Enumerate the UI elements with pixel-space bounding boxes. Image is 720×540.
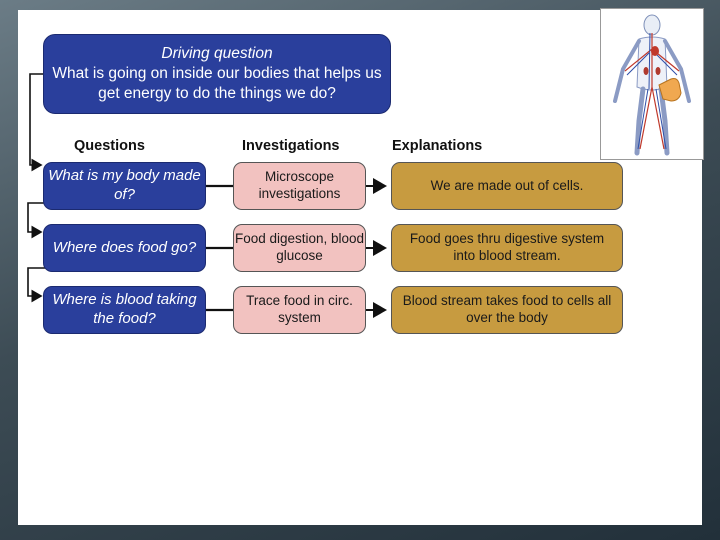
explanations-header: Explanations: [392, 138, 483, 154]
explanation-box-3: Blood stream takes food to cells all ove…: [391, 286, 623, 334]
bracket-connector-3: [27, 267, 46, 303]
bracket-connector-1: [29, 73, 46, 172]
investigation-box-2: Food digestion, blood glucose: [233, 224, 366, 272]
question-box-1: What is my body made of?: [43, 162, 206, 210]
driving-question-text: What is going on inside our bodies that …: [52, 64, 382, 103]
investigations-header: Investigations: [242, 138, 340, 154]
circulatory-system-figure-icon: [600, 8, 704, 160]
explanation-box-1: We are made out of cells.: [391, 162, 623, 210]
question-box-2: Where does food go?: [43, 224, 206, 272]
investigation-box-3: Trace food in circ. system: [233, 286, 366, 334]
driving-question-title: Driving question: [161, 44, 273, 62]
question-box-3: Where is blood taking the food?: [43, 286, 206, 334]
investigation-box-1: Microscope investigations: [233, 162, 366, 210]
driving-question-box: Driving question What is going on inside…: [43, 34, 391, 114]
explanation-box-2: Food goes thru digestive system into blo…: [391, 224, 623, 272]
bracket-connector-2: [27, 202, 46, 239]
questions-header: Questions: [74, 138, 145, 154]
